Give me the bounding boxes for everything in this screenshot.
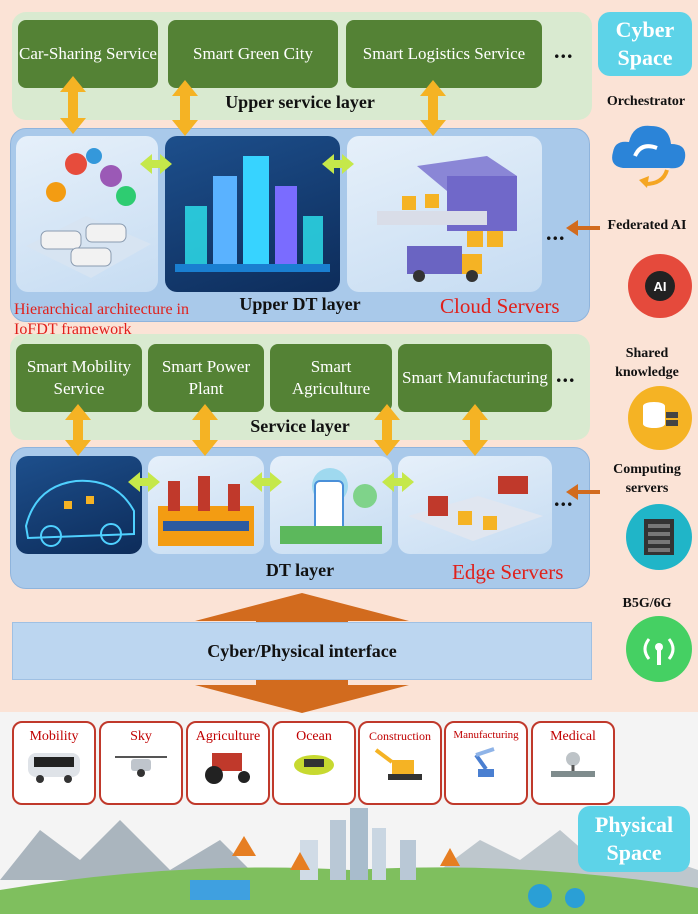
services-ellipsis: ... bbox=[556, 362, 576, 387]
smart-green-city-box: Smart Green City bbox=[168, 20, 338, 88]
smart-mobility-label: Smart Mobility Service bbox=[26, 357, 132, 398]
smart-manufacturing-box: Smart Manufacturing bbox=[398, 344, 552, 412]
ocean-label: Ocean bbox=[296, 729, 332, 744]
cloud-servers-label: Cloud Servers bbox=[440, 294, 560, 318]
connector-arrows bbox=[60, 76, 600, 500]
smart-power-plant-box: Smart Power Plant bbox=[148, 344, 264, 412]
network-antenna-icon bbox=[626, 616, 692, 682]
physical-space-text: Physical Space bbox=[594, 812, 674, 865]
surgical-robot-icon bbox=[551, 752, 595, 777]
tractor-icon bbox=[205, 753, 250, 784]
manufacturing-label: Manufacturing bbox=[453, 729, 519, 741]
mobility-label: Mobility bbox=[29, 729, 79, 744]
logistics-illustration bbox=[377, 156, 517, 282]
computing-servers-text: Computing servers bbox=[613, 462, 681, 496]
vehicle-twin-illustration bbox=[24, 479, 135, 547]
federated-ai-text: Federated AI bbox=[607, 218, 687, 233]
physical-item-ocean: Ocean bbox=[272, 721, 356, 805]
federated-ai-icon: AI bbox=[628, 254, 692, 318]
cyber-physical-interface-box: Cyber/Physical interface bbox=[12, 622, 592, 680]
computing-servers-icon bbox=[626, 504, 692, 570]
edge-servers-label: Edge Servers bbox=[452, 560, 564, 584]
computing-servers-label: Computing servers bbox=[598, 460, 696, 498]
physical-item-sky: Sky bbox=[99, 721, 183, 805]
service-layer-title: Service layer bbox=[250, 416, 350, 436]
smart-city-twin-tile bbox=[165, 136, 340, 292]
construction-label: Construction bbox=[369, 729, 431, 743]
network-label: B5G/6G bbox=[622, 596, 672, 611]
orchestrator-cloud-icon bbox=[612, 125, 686, 188]
car-sharing-label: Car-Sharing Service bbox=[19, 44, 157, 63]
shared-knowledge-label: Shared knowledge bbox=[600, 344, 694, 382]
physical-space-label: Physical Space bbox=[578, 806, 690, 872]
smart-agriculture-label: Smart Agriculture bbox=[291, 357, 371, 398]
cyber-space-text: Cyber Space bbox=[615, 17, 675, 70]
interface-label: Cyber/Physical interface bbox=[207, 640, 397, 661]
cyber-space-label: Cyber Space bbox=[598, 12, 692, 76]
drone-icon bbox=[115, 756, 167, 777]
car-sharing-illustration bbox=[26, 148, 151, 278]
antenna-glyph bbox=[643, 638, 675, 665]
logistics-twin-tile bbox=[347, 136, 542, 292]
smart-mobility-service-box: Smart Mobility Service bbox=[16, 344, 142, 412]
upper-dt-ellipsis: ... bbox=[546, 220, 566, 245]
excavator-icon bbox=[374, 748, 422, 780]
smart-city-illustration bbox=[175, 156, 330, 272]
physical-item-construction: Construction bbox=[358, 721, 442, 805]
shared-knowledge-database-icon bbox=[628, 386, 692, 450]
smart-power-plant-label: Smart Power Plant bbox=[161, 357, 251, 398]
vehicle-twin-tile bbox=[16, 456, 142, 554]
ai-badge: AI bbox=[645, 271, 675, 301]
robot-arm-icon bbox=[474, 747, 495, 777]
shared-knowledge-text: Shared knowledge bbox=[615, 346, 679, 380]
upper-services-ellipsis: ... bbox=[554, 38, 574, 63]
interface-arrows bbox=[195, 593, 409, 713]
smart-green-city-label: Smart Green City bbox=[193, 44, 313, 63]
manufacturing-illustration bbox=[408, 476, 543, 541]
underwater-drone-icon bbox=[294, 755, 334, 775]
database-glyph bbox=[643, 402, 678, 428]
downlink-arrow bbox=[195, 677, 409, 713]
upper-dt-layer-title: Upper DT layer bbox=[239, 294, 361, 314]
power-plant-illustration bbox=[158, 476, 254, 546]
architecture-note: Hierarchical architecture in IoFDT frame… bbox=[14, 301, 189, 338]
physical-item-agriculture: Agriculture bbox=[186, 721, 270, 805]
manufacturing-twin-tile bbox=[398, 456, 552, 554]
agriculture-label: Agriculture bbox=[195, 729, 261, 744]
smart-agriculture-box: Smart Agriculture bbox=[270, 344, 392, 412]
physical-item-medical: Medical bbox=[531, 721, 615, 805]
shuttle-bus-icon bbox=[28, 753, 80, 783]
physical-cityscape-illustration bbox=[0, 808, 698, 914]
uplink-arrow bbox=[195, 593, 409, 625]
smart-logistics-label: Smart Logistics Service bbox=[362, 44, 526, 63]
sky-label: Sky bbox=[130, 729, 152, 744]
physical-item-manufacturing: Manufacturing bbox=[444, 721, 528, 805]
agriculture-twin-tile bbox=[270, 456, 392, 554]
agriculture-illustration bbox=[280, 468, 382, 544]
physical-item-mobility: Mobility bbox=[12, 721, 96, 805]
orchestrator-label: Orchestrator bbox=[606, 94, 686, 109]
smart-logistics-service-box: Smart Logistics Service bbox=[346, 20, 542, 88]
power-plant-twin-tile bbox=[148, 456, 264, 554]
car-sharing-service-box: Car-Sharing Service bbox=[18, 20, 158, 88]
upper-service-layer-title: Upper service layer bbox=[225, 92, 375, 112]
smart-manufacturing-label: Smart Manufacturing bbox=[402, 368, 548, 387]
dt-layer-title: DT layer bbox=[265, 560, 335, 580]
car-sharing-twin-tile bbox=[16, 136, 158, 292]
medical-label: Medical bbox=[550, 729, 596, 744]
federated-ai-label: Federated AI bbox=[600, 216, 694, 235]
server-glyph bbox=[644, 519, 674, 555]
